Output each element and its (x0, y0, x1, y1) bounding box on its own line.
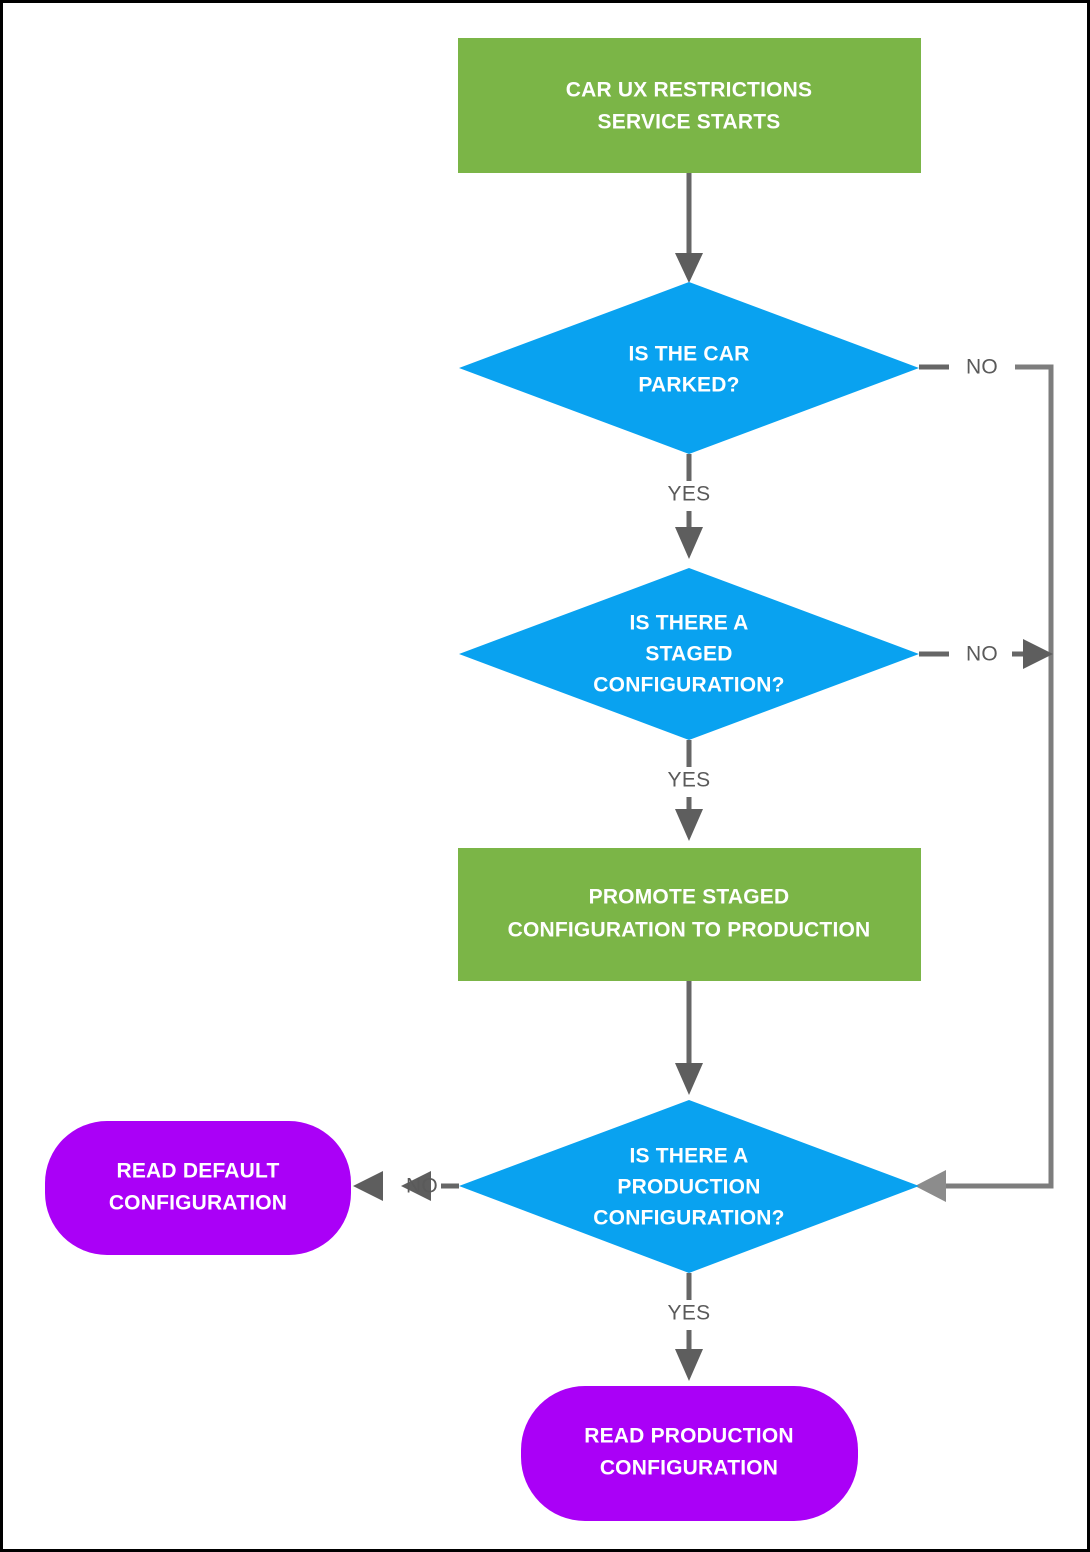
promote-staged-label-line-1: PROMOTE STAGED (589, 886, 790, 909)
is-staged-config-label-line-1: IS THERE A (629, 612, 748, 635)
is-production-config-label-line-1: IS THERE A (629, 1145, 748, 1168)
flowchart-canvas: YES NO YES NO NO (45, 38, 1054, 1521)
promote-staged-label-line-2: CONFIGURATION TO PRODUCTION (508, 919, 871, 942)
read-production-config-pill-shape (521, 1386, 858, 1521)
edge-promote-to-production-check (675, 981, 703, 1095)
edge-start-to-parked (675, 173, 703, 283)
start-box-label-line-1: CAR UX RESTRICTIONS (566, 79, 812, 102)
start-box-label-line-2: SERVICE STARTS (598, 111, 781, 134)
node-start[interactable]: CAR UX RESTRICTIONS SERVICE STARTS (458, 38, 921, 173)
edge-parked-yes: YES (668, 454, 711, 559)
is-production-config-label-line-2: PRODUCTION (617, 1176, 760, 1199)
node-read-default-config[interactable]: READ DEFAULT CONFIGURATION (45, 1121, 351, 1255)
edge-label-production-yes: YES (668, 1302, 711, 1325)
edge-parked-no: NO (915, 356, 1054, 1202)
is-staged-config-label-line-3: CONFIGURATION? (593, 674, 784, 697)
edge-staged-yes: YES (668, 740, 711, 841)
edge-label-staged-no: NO (966, 643, 998, 666)
edge-production-yes: YES (668, 1273, 711, 1381)
node-is-production-config[interactable]: IS THERE A PRODUCTION CONFIGURATION? (459, 1100, 919, 1273)
is-car-parked-label-line-2: PARKED? (638, 374, 739, 397)
edge-production-no: NO (353, 1171, 459, 1201)
is-car-parked-diamond-shape (459, 282, 919, 454)
read-production-config-label-line-2: CONFIGURATION (600, 1457, 778, 1480)
promote-staged-box-shape (458, 848, 921, 981)
node-is-staged-config[interactable]: IS THERE A STAGED CONFIGURATION? (459, 568, 919, 740)
edge-label-parked-no: NO (966, 356, 998, 379)
read-default-config-pill-shape (45, 1121, 351, 1255)
is-production-config-diamond-shape (459, 1100, 919, 1273)
is-staged-config-diamond-shape (459, 568, 919, 740)
node-read-production-config[interactable]: READ PRODUCTION CONFIGURATION (521, 1386, 858, 1521)
node-is-car-parked[interactable]: IS THE CAR PARKED? (459, 282, 919, 454)
read-default-config-label-line-1: READ DEFAULT (116, 1160, 279, 1183)
node-promote-staged[interactable]: PROMOTE STAGED CONFIGURATION TO PRODUCTI… (458, 848, 921, 981)
edge-label-production-no: NO (406, 1175, 438, 1198)
is-production-config-label-line-3: CONFIGURATION? (593, 1207, 784, 1230)
is-car-parked-label-line-1: IS THE CAR (628, 343, 749, 366)
start-box-shape (458, 38, 921, 173)
read-default-config-label-line-2: CONFIGURATION (109, 1192, 287, 1215)
edge-staged-no: NO (919, 639, 1053, 669)
edge-label-parked-yes: YES (668, 483, 711, 506)
is-staged-config-label-line-2: STAGED (645, 643, 732, 666)
read-production-config-label-line-1: READ PRODUCTION (584, 1425, 794, 1448)
edge-label-staged-yes: YES (668, 769, 711, 792)
